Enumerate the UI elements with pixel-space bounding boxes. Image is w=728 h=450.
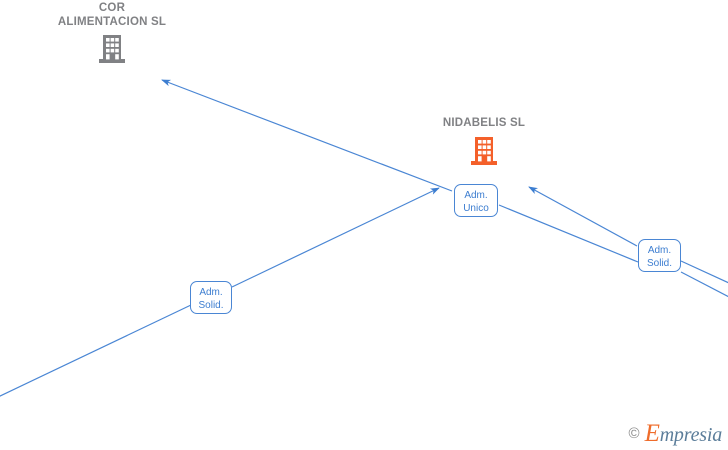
building-icon[interactable]: [12, 33, 212, 67]
edge-unico-to-solid-right: [498, 204, 639, 263]
brand-initial: E: [644, 420, 660, 447]
role-box-adm-solid-right[interactable]: Adm. Solid.: [638, 239, 681, 272]
brand-rest: mpresia: [659, 424, 723, 446]
company-name-label: COR ALIMENTACION SL: [57, 2, 167, 28]
empresia-watermark: © Empresia: [628, 420, 723, 447]
role-box-adm-solid-left[interactable]: Adm. Solid.: [190, 281, 232, 314]
edge-offscreen-to-solid-left: [0, 304, 192, 397]
empresia-brand-text: Empresia: [644, 420, 723, 447]
building-icon[interactable]: [384, 135, 584, 169]
copyright-icon: ©: [628, 425, 640, 442]
edge-solid-left-to-nidabelis: [231, 187, 440, 288]
edge-solid-right-to-upper-left: [528, 186, 638, 247]
role-box-adm-unico[interactable]: Adm. Unico: [454, 184, 498, 217]
company-node-nidabelis[interactable]: NIDABELIS SL: [384, 117, 584, 169]
edge-nidabelis-to-cor: [161, 79, 453, 192]
company-node-cor-alimentacion[interactable]: COR ALIMENTACION SL: [12, 2, 212, 67]
edge-solid-right-out-lower: [680, 271, 728, 298]
company-name-label: NIDABELIS SL: [442, 117, 526, 129]
edge-solid-right-out-upper: [680, 260, 728, 284]
